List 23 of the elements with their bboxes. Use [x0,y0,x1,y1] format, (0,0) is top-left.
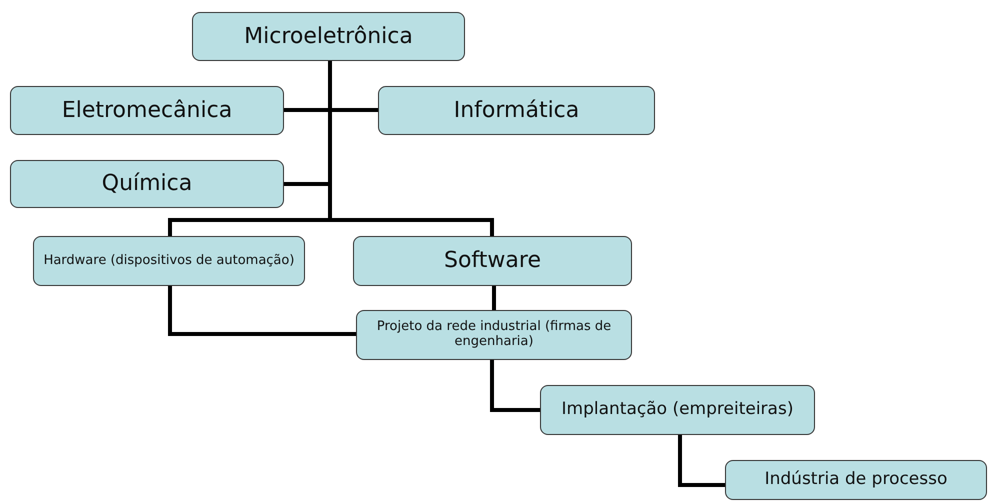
connector-line [328,61,494,236]
org-box [378,86,655,135]
connector-line [492,286,496,310]
org-box [540,385,815,435]
box-label: Software [444,248,541,274]
box-label: Eletromecânica [62,98,232,124]
box-label: Indústria de processo [764,470,948,490]
org-box [10,160,284,208]
org-box [353,236,632,286]
box-label: Projeto da rede industrial (firmas de engenharia) [376,320,612,350]
connector-line [168,286,356,336]
org-box [192,12,465,61]
connector-line [678,435,725,487]
box-label: Implantação (empreiteiras) [562,400,794,420]
box-label: Informática [454,98,580,124]
connector-line [490,360,540,412]
org-box [10,86,284,135]
org-box [725,460,987,500]
org-box [33,236,305,286]
box-label: Hardware (dispositivos de automação) [44,254,294,268]
org-box [356,310,632,360]
box-label: Química [102,171,192,197]
box-label: Microeletrônica [244,24,413,50]
